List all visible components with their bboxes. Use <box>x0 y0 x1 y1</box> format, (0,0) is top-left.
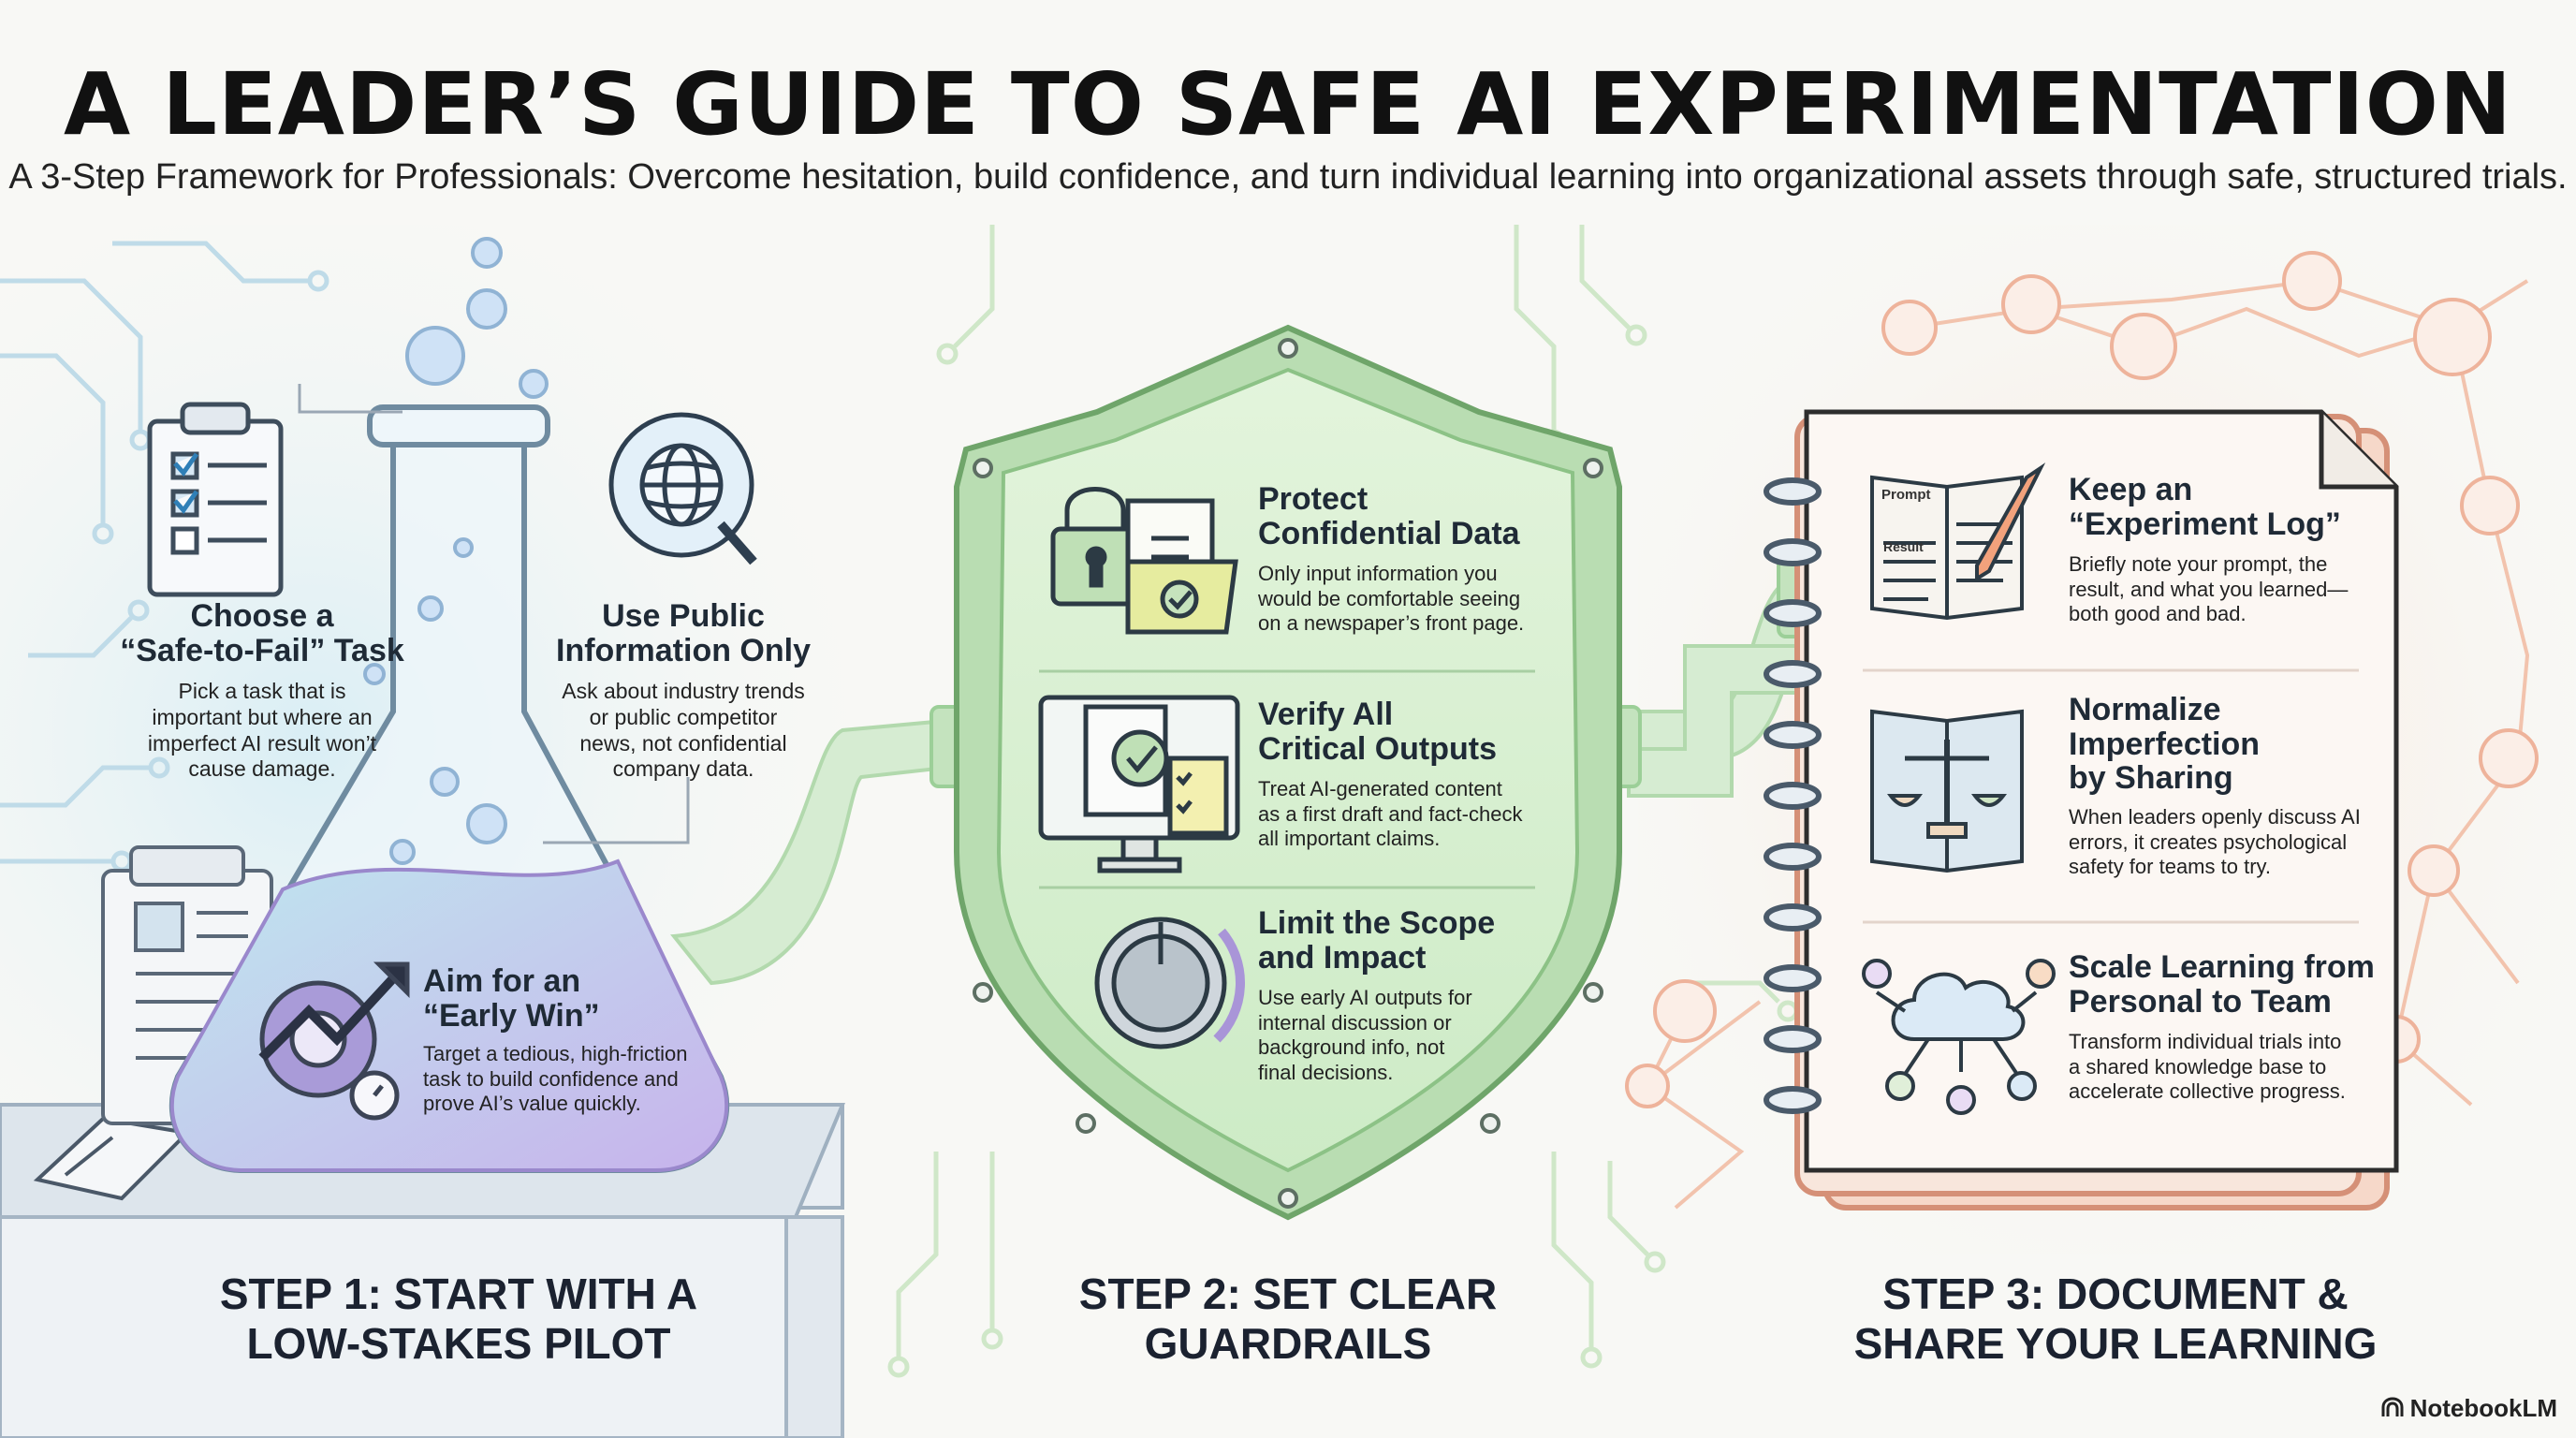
log-heading: Keep an “Experiment Log” <box>2069 472 2341 542</box>
globe-search-icon <box>608 412 757 565</box>
protect-callout: Protect Confidential Data Only input inf… <box>1258 482 1576 637</box>
step1-label: STEP 1: START WITH A LOW-STAKES PILOT <box>219 1269 698 1368</box>
person-node-icon <box>1625 1064 1670 1108</box>
person-node-icon <box>2460 476 2520 536</box>
network-nodes <box>1625 251 2539 1108</box>
normalize-heading: Normalize Imperfection by Sharing <box>2069 692 2261 797</box>
cloud-network-icon <box>1862 959 2056 1115</box>
normalize-body: When leaders openly discuss AI errors, i… <box>2069 805 2361 878</box>
public-info-callout: Use Public Information Only Ask about in… <box>543 599 824 783</box>
bubbles <box>363 237 549 865</box>
verify-callout: Verify All Critical Outputs Treat AI-gen… <box>1258 697 1576 852</box>
person-node-icon <box>2282 251 2342 311</box>
scale-heading: Scale Learning from Personal to Team <box>2069 949 2375 1020</box>
person-node-icon <box>1881 300 1938 356</box>
safe-task-heading: Choose a “Safe-to-Fail” Task <box>120 598 404 668</box>
protect-heading: Protect Confidential Data <box>1258 481 1520 551</box>
safe-task-body: Pick a task that is important but where … <box>147 679 377 782</box>
scale-callout: Scale Learning from Personal to Team Tra… <box>2069 950 2378 1105</box>
verify-body: Treat AI-generated content as a first dr… <box>1258 777 1523 851</box>
brain-node-icon <box>2110 313 2177 380</box>
notebook-pen-icon <box>1870 462 2046 621</box>
book-result-label: Result <box>1883 539 1924 554</box>
scale-body: Transform individual trials into a share… <box>2069 1030 2346 1104</box>
verify-heading: Verify All Critical Outputs <box>1258 697 1498 767</box>
brand-footer: NotebookLM <box>2380 1394 2557 1423</box>
early-win-heading: Aim for an “Early Win” <box>423 963 600 1034</box>
page-subtitle: A 3-Step Framework for Professionals: Ov… <box>8 157 2568 197</box>
step1-connectors <box>298 384 690 844</box>
person-node-icon <box>2413 298 2492 376</box>
normalize-callout: Normalize Imperfection by Sharing When l… <box>2069 693 2378 879</box>
public-info-heading: Use Public Information Only <box>556 598 811 668</box>
safe-task-callout: Choose a “Safe-to-Fail” Task Pick a task… <box>103 599 421 783</box>
monitor-checklist-icon <box>1038 695 1240 873</box>
limit-callout: Limit the Scope and Impact Use early AI … <box>1258 906 1558 1085</box>
step3-label: STEP 3: DOCUMENT & SHARE YOUR LEARNING <box>1853 1269 2378 1368</box>
protect-body: Only input information you would be comf… <box>1258 562 1525 636</box>
log-callout: Keep an “Experiment Log” Briefly note yo… <box>2069 473 2378 627</box>
limit-body: Use early AI outputs for internal discus… <box>1258 986 1472 1084</box>
gear-growth-icon <box>258 961 410 1121</box>
dial-icon <box>1094 917 1246 1049</box>
log-body: Briefly note your prompt, the result, an… <box>2069 552 2349 626</box>
early-win-body: Target a tedious, high-friction task to … <box>423 1042 688 1116</box>
page-title: A LEADER’S GUIDE TO SAFE AI EXPERIMENTAT… <box>64 54 2512 154</box>
brain-node-icon <box>1653 979 1717 1043</box>
early-win-callout: Aim for an “Early Win” Target a tedious,… <box>423 964 723 1117</box>
brand-name: NotebookLM <box>2409 1394 2557 1422</box>
brain-node-icon <box>2479 728 2539 788</box>
public-info-body: Ask about industry trends or public comp… <box>562 679 805 782</box>
person-node-icon <box>2001 274 2061 334</box>
folder-check-icon <box>1125 498 1238 635</box>
notebooklm-logo-icon <box>2381 1397 2404 1416</box>
notebook-rings <box>1764 477 1822 1114</box>
book-prompt-label: Prompt <box>1881 487 1931 503</box>
person-node-icon <box>2408 844 2460 897</box>
limit-heading: Limit the Scope and Impact <box>1258 905 1496 976</box>
step2-label: STEP 2: SET CLEAR GUARDRAILS <box>1078 1269 1498 1368</box>
checklist-icon <box>147 402 284 597</box>
balance-scale-icon <box>1870 709 2024 873</box>
